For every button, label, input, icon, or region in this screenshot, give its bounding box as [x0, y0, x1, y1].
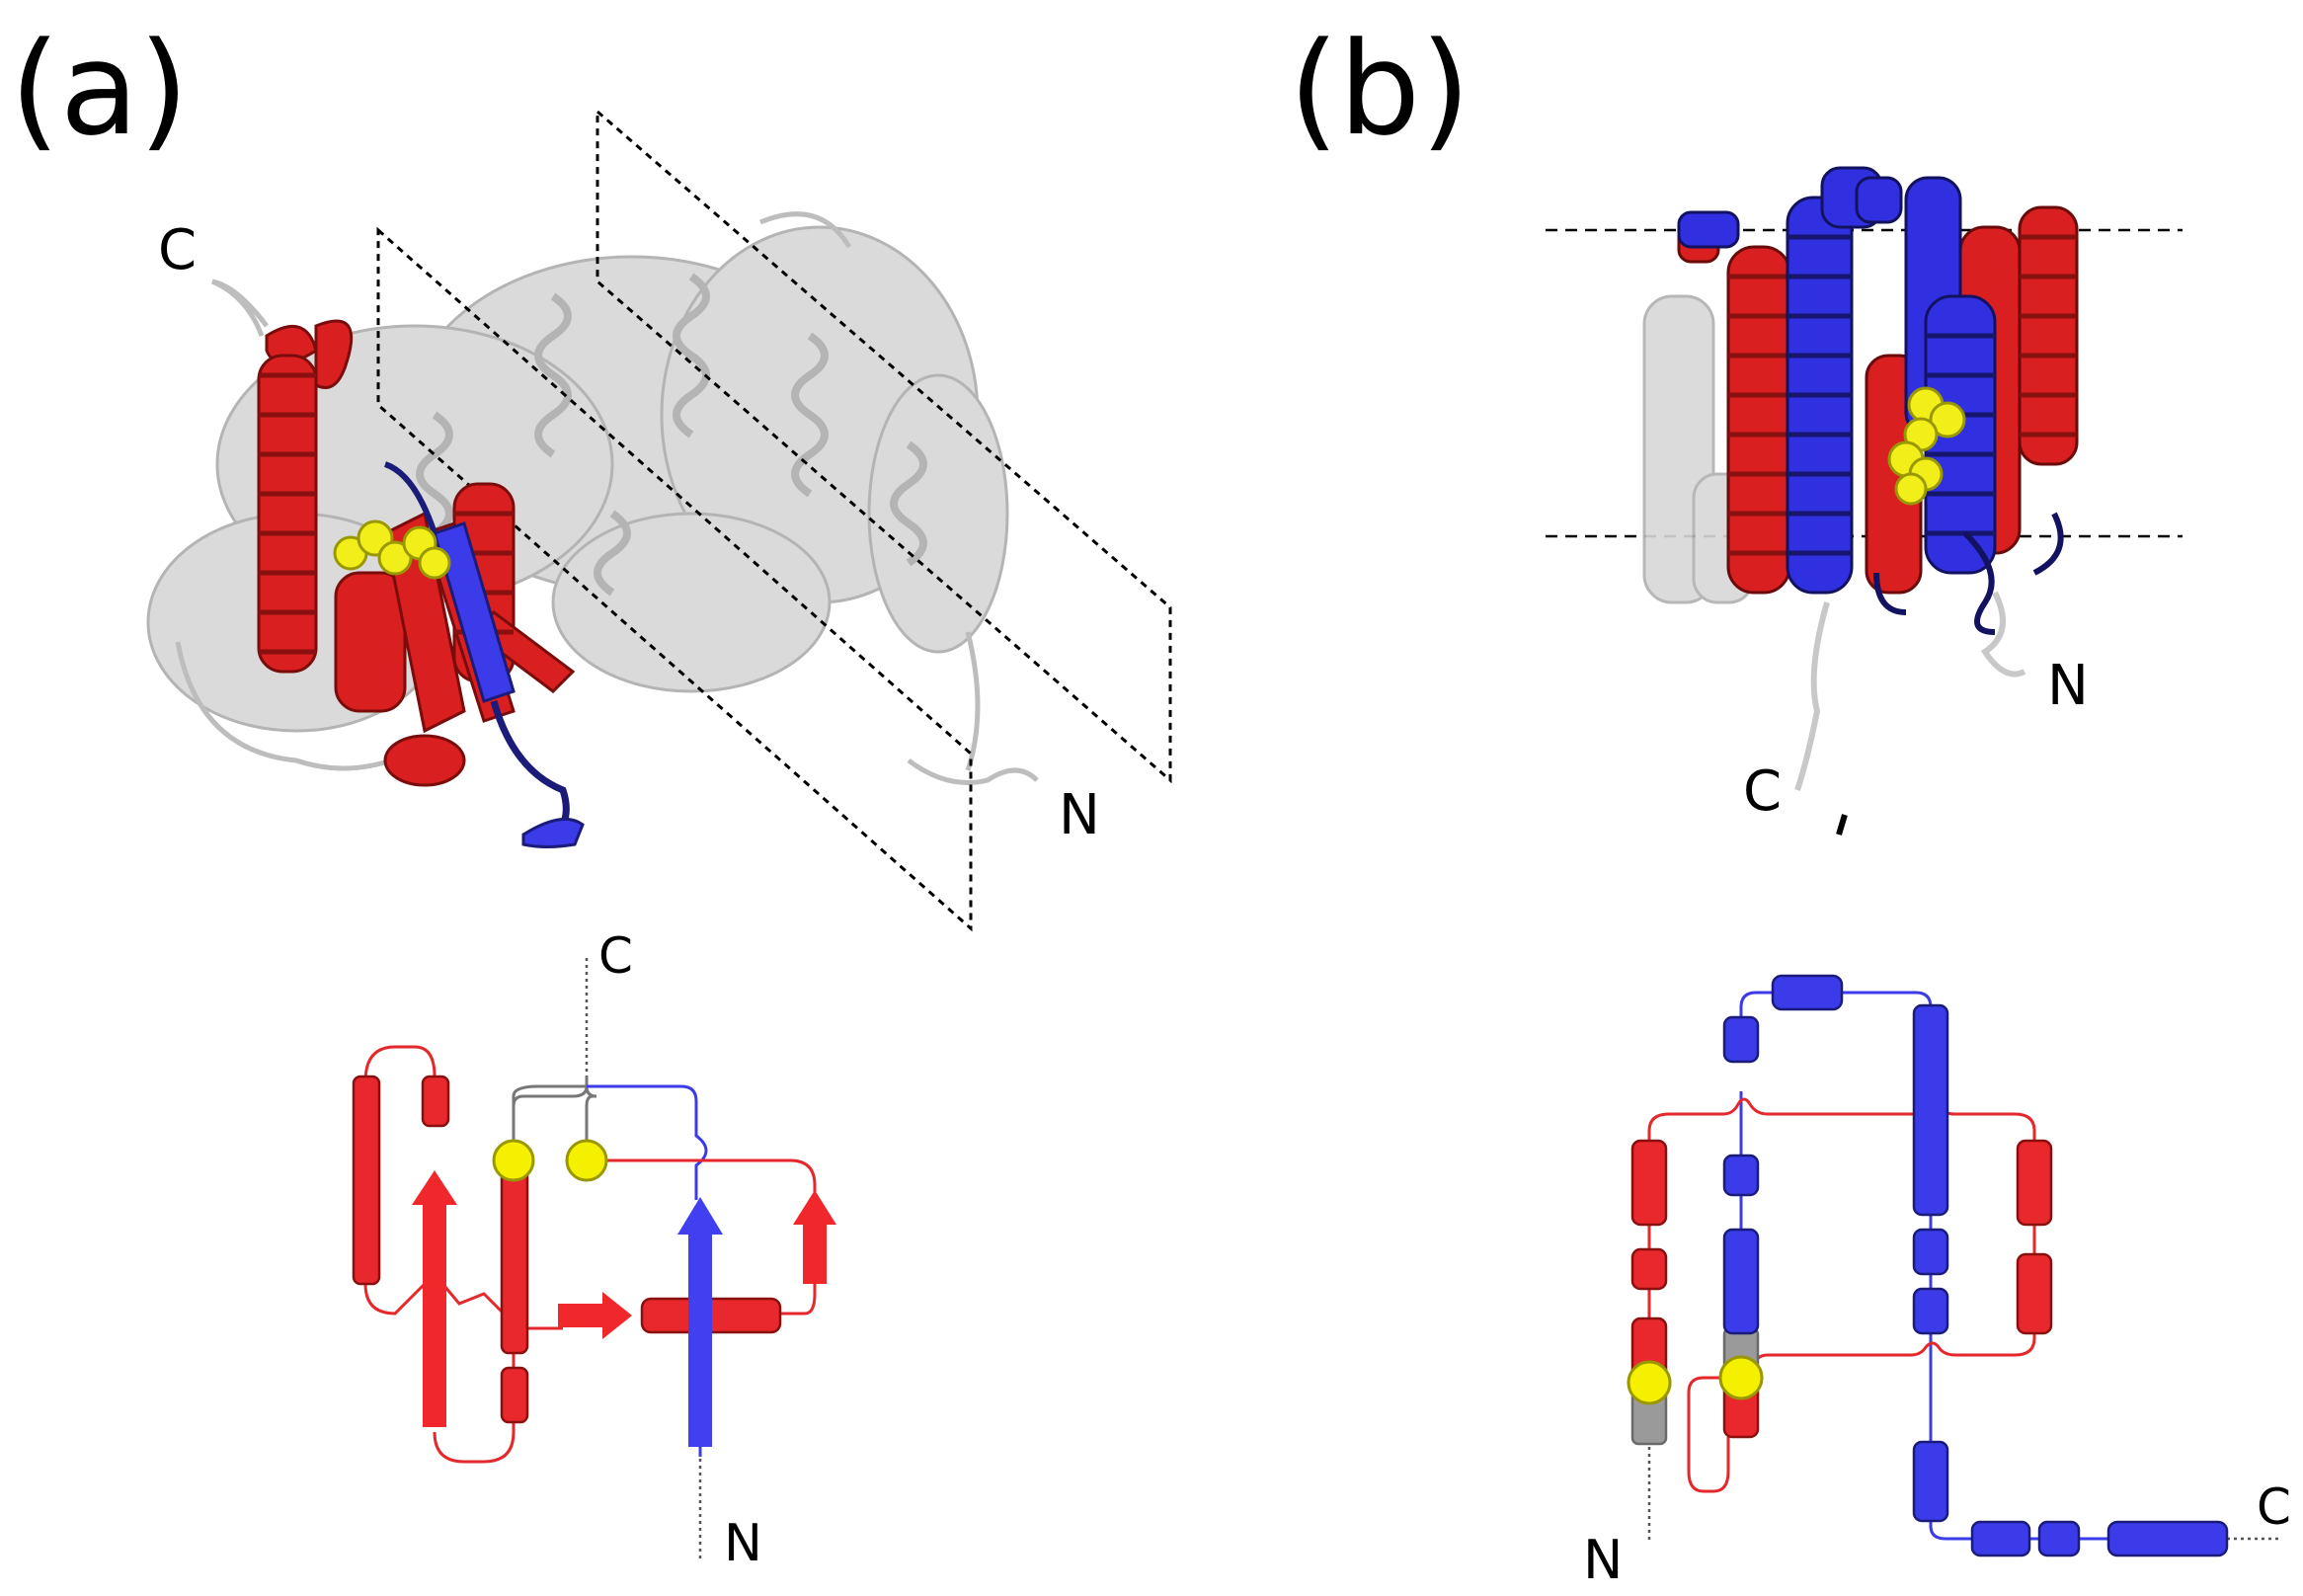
topo-b-blue-helix-2: [1771, 974, 1844, 1011]
topo-a-helix-4: [500, 1366, 529, 1424]
topo-a-helix-2: [421, 1075, 450, 1128]
topo-a-strand-1: [412, 1170, 457, 1427]
ligand-spheres-b: [1887, 386, 1966, 506]
c-terminal-segment-b: [1836, 814, 1848, 836]
context-helix-bands: [416, 273, 927, 597]
panel-b-structure-c-label: C: [1743, 759, 1782, 824]
topo-b-blue-helix-9: [1970, 1520, 2031, 1557]
topo-b-red-helix-4: [2016, 1139, 2053, 1227]
panel-b-topology-n-label: N: [1583, 1529, 1623, 1591]
topo-b-red-helix-2: [1630, 1247, 1668, 1291]
topo-a-blue-strand: [677, 1197, 723, 1447]
topo-b-blue-helices: [1722, 974, 2229, 1557]
c-terminal-tail: [211, 279, 269, 328]
red-helix-stripes-b: [1728, 234, 2077, 556]
membrane-plane-1: [376, 226, 973, 932]
panel-a-topology: [352, 958, 836, 1560]
panel-b-topology: [1627, 974, 2281, 1557]
topo-b-blue-helix-7: [1912, 1287, 1949, 1335]
topo-b-red-helices: [1630, 1139, 2053, 1439]
topo-b-ligand-2: [1718, 1355, 1764, 1400]
topo-b-red-connectors: [1647, 1097, 2036, 1493]
topo-a-helix-1: [352, 1075, 381, 1286]
membrane-plane-2: [596, 108, 1172, 784]
blue-helices-b: [1677, 166, 1997, 595]
topo-b-red-helix-1: [1630, 1139, 1668, 1227]
topo-a-strand-2: [558, 1292, 632, 1339]
panel-b-label: (b): [1289, 14, 1470, 164]
topo-a-helix-3: [500, 1158, 529, 1355]
panel-a-structure: [146, 108, 1172, 932]
blue-segment-cartoon: [383, 461, 585, 848]
topo-b-blue-helix-11: [2106, 1520, 2229, 1557]
topo-b-ligand-1: [1627, 1360, 1672, 1405]
topo-a-ligand-2: [565, 1139, 608, 1182]
topo-a-red-helices: [352, 1075, 782, 1424]
topo-b-blue-helix-8: [1912, 1440, 1949, 1523]
topo-b-blue-helix-4: [1722, 1154, 1760, 1197]
topo-b-blue-helix-6: [1912, 1228, 1949, 1276]
panel-a-structure-c-label: C: [158, 218, 197, 282]
red-helices-b: [1677, 205, 2079, 595]
coils-b: [1794, 512, 2064, 791]
topo-b-blue-helix-5: [1722, 1228, 1760, 1335]
topo-a-red-strands: [412, 1170, 836, 1427]
topo-b-blue-helix-10: [2037, 1520, 2081, 1557]
panel-b-structure: [1546, 166, 2183, 836]
topo-a-blue-connector: [587, 1084, 708, 1200]
panel-a-label: (a): [10, 14, 189, 164]
panel-a-topology-c-label: C: [598, 927, 633, 985]
topo-a-ligand-1: [492, 1139, 535, 1182]
panel-b-topology-c-label: C: [2257, 1478, 2291, 1536]
topo-b-blue-helix-3: [1912, 1003, 1949, 1217]
topo-b-blue-helix-1: [1722, 1015, 1760, 1064]
panel-a-structure-n-label: N: [1059, 783, 1100, 847]
topo-b-red-helix-5: [2016, 1252, 2053, 1335]
panel-b-structure-n-label: N: [2047, 654, 2089, 718]
panel-a-topology-n-label: N: [724, 1514, 762, 1573]
topo-a-strand-3: [793, 1190, 836, 1284]
red-domain-stripes: [259, 372, 514, 655]
ligand-spheres: [333, 519, 451, 580]
